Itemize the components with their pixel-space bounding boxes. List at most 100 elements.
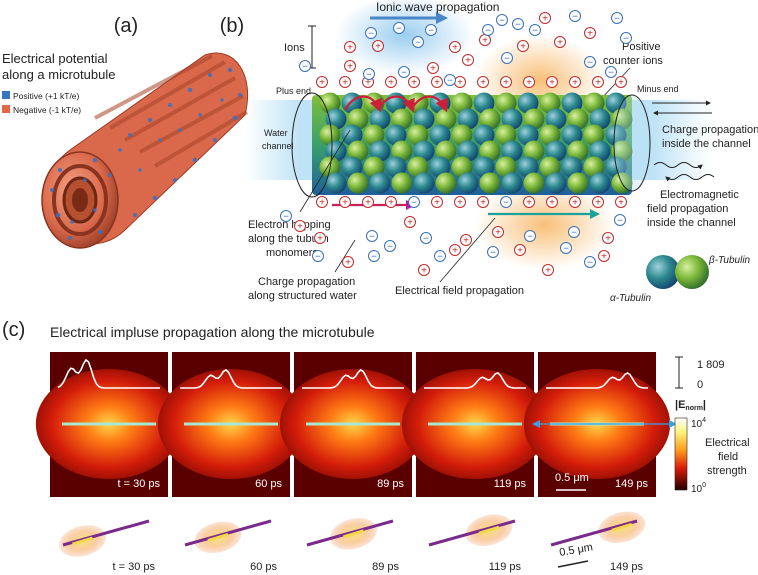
negative-ion	[408, 196, 420, 208]
negative-ion-sign: −	[369, 232, 375, 243]
field-prop-label: Electrical field propagation	[395, 285, 524, 297]
tubulin-monomer	[523, 140, 545, 162]
ions-layer: ++++++++++++++++++++++++++++++++++++++++…	[280, 10, 632, 277]
negative-ion-sign: −	[563, 244, 569, 255]
field-profile-curve	[180, 368, 282, 389]
positive-ion-sign: +	[618, 78, 624, 89]
tubulin-monomer	[517, 156, 539, 178]
frame-time-label: 89 ps	[377, 478, 404, 490]
positive-ion	[449, 244, 461, 256]
negative-ion-sign: −	[617, 216, 623, 227]
negative-ion-sign: −	[401, 68, 407, 79]
bottom-time-label: 119 ps	[489, 561, 522, 573]
positive-ion	[316, 76, 328, 88]
tubulin-monomer	[429, 156, 451, 178]
negative-ion-sign: −	[428, 26, 434, 37]
tubulin-monomer	[495, 124, 517, 146]
panel-b: (b) Ionic wave propagation Ions Positive…	[220, 0, 758, 304]
tubulin-monomer	[545, 108, 567, 130]
positive-ion	[404, 216, 416, 228]
water-channel-line2: channel	[262, 141, 294, 151]
tubulin-monomer	[523, 108, 545, 130]
bottom-time-label: t = 30 ps	[112, 561, 155, 573]
negative-ion	[584, 56, 596, 68]
positive-ion	[517, 40, 529, 52]
water-charge-line1: Charge propagation	[258, 276, 355, 288]
profile-scale-top: 1 809	[697, 359, 725, 371]
positive-ion	[477, 76, 489, 88]
negative-ion-sign: −	[571, 228, 577, 239]
mt-render: 119 ps	[428, 514, 522, 573]
positive-ion-sign: +	[421, 266, 427, 277]
positive-ion-sign: +	[434, 198, 440, 209]
panel-a: (a) Electrical potential along a microtu…	[2, 15, 249, 249]
field-profile-curve	[546, 371, 648, 389]
water-channel-line1: Water	[264, 128, 288, 138]
tubulin-monomer	[451, 92, 473, 114]
em-line2: field propagation	[647, 203, 728, 215]
negative-ion	[620, 32, 632, 44]
positive-ion-sign: +	[319, 78, 325, 89]
mt-rod	[306, 519, 394, 547]
tubulin-monomer	[567, 172, 589, 194]
negative-ion	[524, 230, 536, 242]
tubulin-monomer	[341, 156, 363, 178]
positive-ion-sign: +	[365, 198, 371, 209]
positive-ion	[592, 196, 604, 208]
panel-c-title: Electrical impluse propagation along the…	[50, 324, 375, 340]
tubulin-monomer	[561, 156, 583, 178]
positive-ion-sign: +	[452, 43, 458, 54]
tubulin-monomer	[517, 92, 539, 114]
charge-channel-line2: inside the channel	[662, 138, 751, 150]
positive-ion	[460, 234, 472, 246]
mt-rod-highlight	[478, 525, 500, 535]
positive-ion	[344, 60, 356, 72]
tubulin-monomer	[539, 92, 561, 114]
field-profile-curve	[302, 368, 404, 389]
negative-ion-sign: −	[499, 16, 505, 27]
positive-ion	[385, 196, 397, 208]
plus-end-label: Plus end	[276, 86, 311, 96]
charge-channel-arrow	[652, 100, 712, 116]
positive-ion	[385, 76, 397, 88]
tubulin-monomer	[435, 172, 457, 194]
positive-ion	[546, 196, 558, 208]
mt-rod-highlight	[611, 522, 633, 532]
negative-ion-sign: −	[387, 242, 393, 253]
tubulin-monomer	[473, 92, 495, 114]
plus-end-ring	[291, 92, 333, 198]
positive-ion	[362, 196, 374, 208]
positive-ion-sign: +	[388, 198, 394, 209]
negative-legend-swatch	[2, 105, 10, 113]
positive-ion-sign: +	[595, 198, 601, 209]
bottom-time-label: 60 ps	[250, 561, 277, 573]
positive-ion-sign: +	[595, 78, 601, 89]
tubulin-monomer	[451, 124, 473, 146]
tubulin-monomer	[407, 124, 429, 146]
positive-ion-sign: +	[549, 198, 555, 209]
hopping-leader	[299, 129, 351, 213]
mt-render: t = 30 ps	[58, 519, 155, 573]
negative-ion	[393, 22, 405, 34]
tubulin-monomer	[369, 108, 391, 130]
panel-a-title-line2: along a microtubule	[2, 67, 115, 82]
panel-a-title-line1: Electrical potential	[2, 51, 108, 66]
positive-legend-label: Positive (+1 kT/e)	[13, 91, 80, 101]
field-prop-arrowhead	[590, 209, 600, 219]
positive-ion	[294, 220, 306, 232]
tubulin-monomer	[611, 140, 633, 162]
negative-ion	[482, 24, 494, 36]
field-profile-curve	[424, 372, 526, 389]
positive-ion	[569, 76, 581, 88]
water-charge-leader	[334, 239, 356, 273]
microtubule-potential-render	[41, 52, 249, 249]
field-profile-curve	[57, 358, 160, 389]
tubulin-monomer	[567, 108, 589, 130]
tubulin-monomer	[545, 172, 567, 194]
negative-ion-sign: −	[315, 252, 321, 263]
positive-ion-sign: +	[572, 78, 578, 89]
negative-ion-sign: −	[302, 62, 308, 73]
negative-ion	[500, 196, 512, 208]
